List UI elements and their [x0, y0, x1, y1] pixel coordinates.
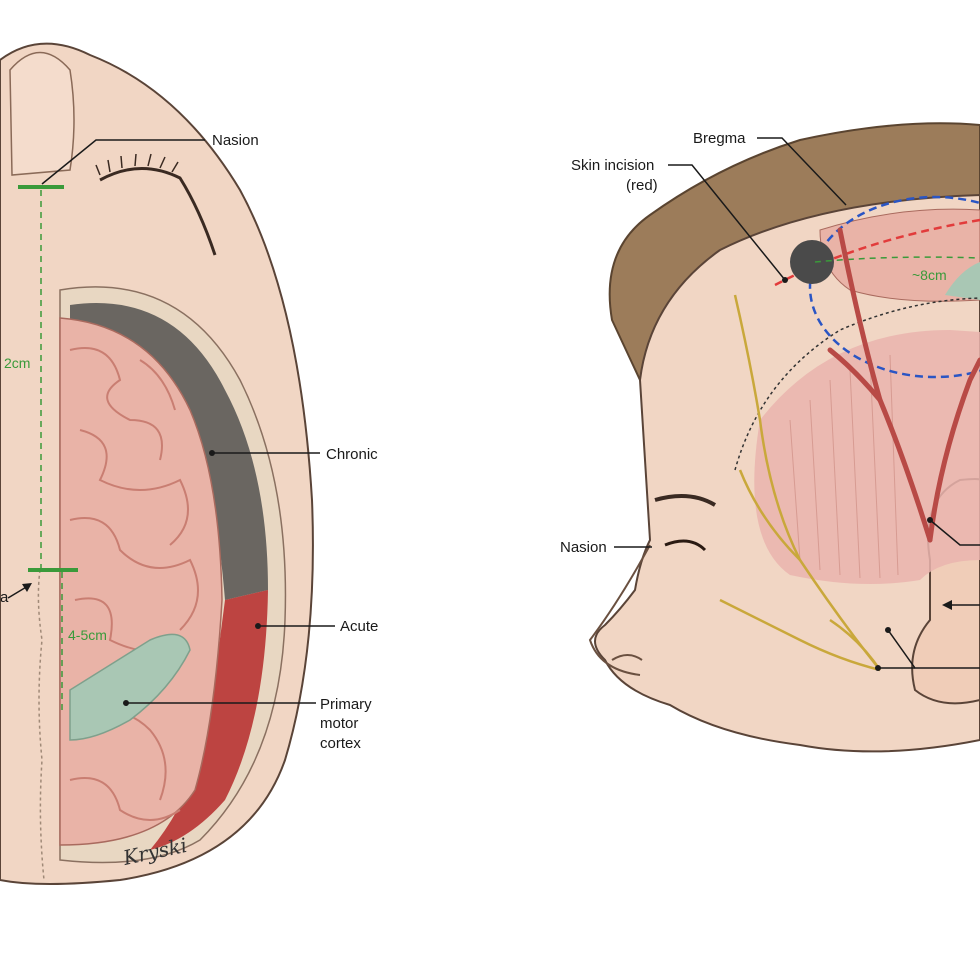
- eyelid: [99, 167, 217, 256]
- label-bregma-partial: a: [0, 589, 9, 606]
- label-motor: motor: [320, 715, 358, 732]
- label-skin-incision-red: (red): [626, 177, 658, 194]
- nose-side: [588, 544, 651, 676]
- label-cortex: cortex: [320, 735, 361, 752]
- label-primary: Primary: [320, 696, 372, 713]
- label-acute: Acute: [340, 618, 378, 635]
- motor-cortex-side: [945, 262, 980, 300]
- label-chronic: Chronic: [326, 446, 378, 463]
- leader-vessel: [929, 519, 980, 546]
- measure-arc-line: [814, 256, 980, 263]
- label-nasion-left: Nasion: [212, 132, 259, 149]
- primary-motor-cortex: [69, 633, 191, 741]
- burr-hole: [790, 240, 834, 284]
- midline-suture: [37, 569, 45, 881]
- nostril: [611, 654, 643, 661]
- label-nasion-right: Nasion: [560, 539, 607, 556]
- measure-arc-label: ~8cm: [912, 267, 947, 283]
- skin-incision-line: [774, 218, 980, 287]
- eyebrow-side: [654, 494, 717, 507]
- left-panel-top-view: 2cm 4-5cm Nasion Chronic Acute Primary m…: [0, 42, 378, 885]
- nose: [9, 51, 75, 176]
- measure-lower-label: 4-5cm: [68, 627, 107, 643]
- measure-upper-label: 2cm: [4, 355, 30, 371]
- bone-flap-outline: [808, 195, 980, 379]
- leader-bregma-right: [757, 137, 847, 206]
- chronic-hematoma: [70, 303, 268, 600]
- leader-nasion-left: [41, 139, 205, 185]
- facial-nerve: [719, 294, 882, 672]
- leader-skin-incision: [668, 164, 786, 281]
- superior-temporal-line: [734, 297, 980, 471]
- eyelashes: [95, 153, 179, 176]
- muscle-fibers: [789, 354, 899, 579]
- right-panel-side-view: ~8cm Bregma Skin incision (red) Nasion: [560, 122, 980, 753]
- label-bregma-right: Bregma: [693, 130, 746, 147]
- eye-side: [664, 539, 707, 552]
- label-skin-incision: Skin incision: [571, 157, 654, 174]
- exposed-brain-side: [819, 208, 980, 302]
